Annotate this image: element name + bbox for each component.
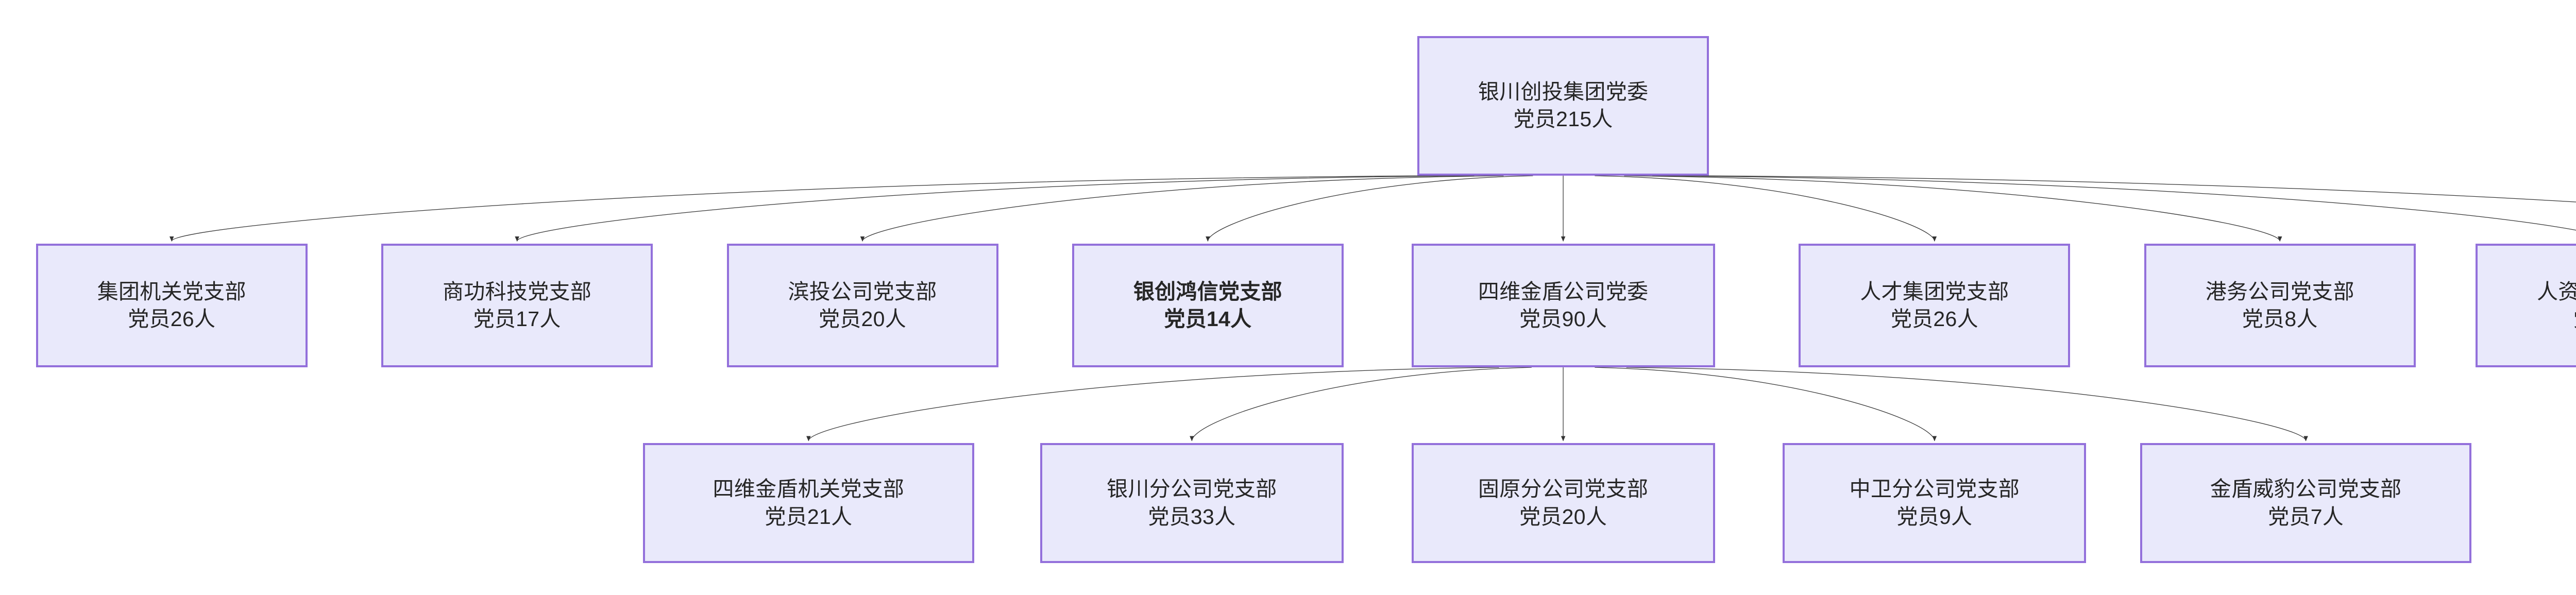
- org-edge-root-to-renzi: [1652, 175, 2576, 231]
- org-node-gangwu[interactable]: 港务公司党支部党员8人: [2144, 243, 2416, 368]
- org-edge-siwei-jindun-to-yinchuan-fen: [1190, 367, 1532, 441]
- org-node-members: 党员14人: [1164, 307, 1252, 331]
- org-node-members: 党员21人: [765, 504, 853, 529]
- org-edge-siwei-jindun-to-jindun-weibao: [1626, 367, 2308, 441]
- org-node-yinchuan-fen[interactable]: 银川分公司党支部党员33人: [1040, 443, 1344, 563]
- org-node-name: 港务公司党支部: [2205, 279, 2354, 303]
- org-node-bintou[interactable]: 滨投公司党支部党员20人: [726, 243, 998, 368]
- org-node-siwei-jiguan[interactable]: 四维金盾机关党支部党员21人: [642, 443, 974, 563]
- org-node-zhongwei-fen[interactable]: 中卫分公司党支部党员9人: [1783, 443, 2087, 563]
- org-node-members: 党员26人: [1890, 307, 1978, 331]
- org-node-members: 党员8人: [2242, 307, 2318, 331]
- org-node-members: 党员90人: [1519, 307, 1607, 331]
- org-node-jituan-jiguan[interactable]: 集团机关党支部党员26人: [36, 243, 308, 368]
- org-node-name: 商功科技党支部: [443, 279, 592, 303]
- org-node-name: 银川分公司党支部: [1107, 477, 1277, 501]
- org-node-rencai-jituan[interactable]: 人才集团党支部党员26人: [1799, 243, 2071, 368]
- org-node-name: 金盾威豹公司党支部: [2210, 477, 2402, 501]
- org-node-members: 党员9人: [1896, 504, 1973, 529]
- org-edge-siwei-jindun-to-siwei-jiguan: [806, 367, 1499, 441]
- org-node-members: 党员26人: [128, 307, 216, 331]
- org-node-name: 人资公司党支部: [2536, 279, 2576, 303]
- org-edge-root-to-shanggong-keji: [515, 175, 1475, 242]
- org-edge-root-to-landun: [1682, 175, 2576, 202]
- org-edge-root-to-jituan-jiguan: [170, 175, 1445, 242]
- org-node-name: 四维金盾机关党支部: [713, 477, 905, 501]
- org-node-root[interactable]: 银川创投集团党委党员215人: [1417, 36, 1709, 176]
- org-node-members: 党员20人: [818, 307, 907, 331]
- org-node-yinchuang-hongxin[interactable]: 银创鸿信党支部党员14人: [1072, 243, 1344, 368]
- org-node-name: 滨投公司党支部: [788, 279, 937, 303]
- org-node-members: 党员215人: [1513, 107, 1613, 131]
- org-node-siwei-jindun[interactable]: 四维金盾公司党委党员90人: [1411, 243, 1715, 368]
- org-node-members: 党员5人: [2573, 305, 2576, 333]
- org-node-members: 党员7人: [2268, 504, 2344, 529]
- org-edge-root-to-bintou: [860, 175, 1504, 242]
- org-node-name: 集团机关党支部: [97, 279, 246, 303]
- org-node-members: 党员20人: [1519, 504, 1607, 529]
- org-node-members: 党员33人: [1148, 504, 1236, 529]
- org-edge-siwei-jindun-to-zhongwei-fen: [1595, 367, 1937, 441]
- org-node-name: 中卫分公司党支部: [1849, 477, 2020, 501]
- org-node-name: 银创鸿信党支部: [1133, 279, 1282, 303]
- org-node-members: 党员17人: [473, 307, 561, 331]
- org-edge-root-to-gangwu: [1624, 175, 2282, 242]
- org-node-renzi[interactable]: 人资公司党支部党员5人: [2476, 243, 2576, 368]
- org-node-guyuan-fen[interactable]: 固原分公司党支部党员20人: [1411, 443, 1715, 563]
- org-edge-root-to-yinchuang-hongxin: [1206, 175, 1533, 242]
- org-edge-root-to-rencai-jituan: [1595, 175, 1937, 242]
- org-node-name: 四维金盾公司党委: [1478, 279, 1649, 303]
- org-node-shanggong-keji[interactable]: 商功科技党支部党员17人: [381, 243, 653, 368]
- org-node-jindun-weibao[interactable]: 金盾威豹公司党支部党员7人: [2140, 443, 2472, 563]
- org-node-name: 固原分公司党支部: [1478, 477, 1649, 501]
- org-node-name: 人才集团党支部: [1860, 279, 2009, 303]
- org-node-name: 银川创投集团党委: [1478, 80, 1649, 104]
